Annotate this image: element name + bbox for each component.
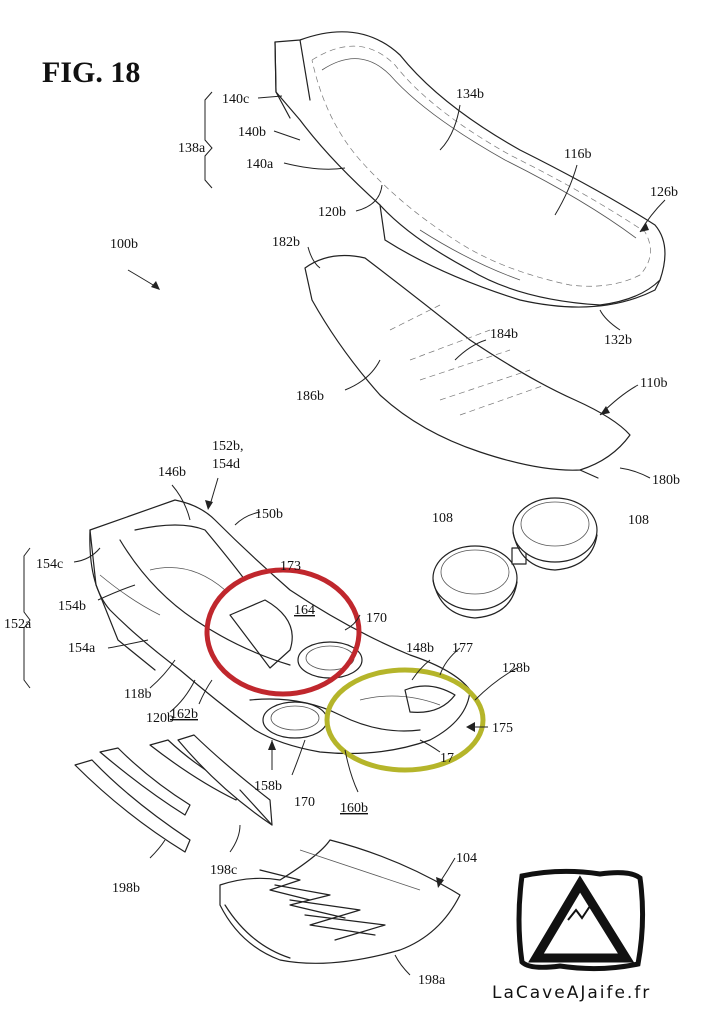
ref-152b: 152b, — [212, 439, 244, 454]
ref-108-right: 108 — [628, 513, 649, 528]
ref-180b: 180b — [652, 473, 680, 488]
ref-198a: 198a — [418, 973, 446, 988]
ref-184b: 184b — [490, 327, 518, 342]
logo-triangle-icon — [528, 875, 635, 963]
ref-164: 164 — [294, 603, 315, 618]
ref-170-top: 170 — [366, 611, 387, 626]
ref-148b: 148b — [406, 641, 434, 656]
ref-110b: 110b — [640, 376, 667, 391]
ref-104: 104 — [456, 851, 477, 866]
ref-158b: 158b — [254, 779, 282, 794]
ref-138a: 138a — [178, 141, 206, 156]
watermark-logo — [516, 868, 646, 972]
ref-198c: 198c — [210, 863, 237, 878]
ref-120b-top: 120b — [318, 205, 346, 220]
ref-177: 177 — [452, 641, 473, 656]
ref-173: 173 — [280, 559, 301, 574]
stiffening-plates — [74, 734, 273, 853]
red-annotation-circle — [204, 567, 362, 697]
ref-198b: 198b — [112, 881, 140, 896]
ref-140c: 140c — [222, 92, 249, 107]
logo-mountain-icon — [567, 905, 591, 921]
ref-154d: 154d — [212, 457, 240, 472]
ref-182b: 182b — [272, 235, 300, 250]
leader-lines — [23, 91, 666, 976]
watermark-text: LaCaveAJaife.fr — [492, 983, 651, 1003]
ref-170-bottom: 170 — [294, 795, 315, 810]
ref-162b: 162b — [170, 707, 198, 722]
ref-118b: 118b — [124, 687, 151, 702]
ref-128b: 128b — [502, 661, 530, 676]
logo-frame — [516, 868, 646, 972]
ref-116b: 116b — [564, 147, 591, 162]
insole-part — [304, 254, 631, 479]
ref-175: 175 — [492, 721, 513, 736]
ref-154a: 154a — [68, 641, 96, 656]
ref-154c: 154c — [36, 557, 63, 572]
ref-134b: 134b — [456, 87, 484, 102]
reference-labels: 140c 140b 138a 140a 120b 134b 116b 126b … — [4, 87, 680, 988]
figure-title: FIG. 18 — [42, 56, 140, 89]
ref-17x: 17 — [440, 751, 454, 766]
ref-160b: 160b — [340, 801, 368, 816]
ref-140a: 140a — [246, 157, 274, 172]
ref-132b: 132b — [604, 333, 632, 348]
ref-146b: 146b — [158, 465, 186, 480]
ref-140b: 140b — [238, 125, 266, 140]
midsole-upper-part — [274, 31, 666, 308]
ref-152a: 152a — [4, 617, 32, 632]
ref-100b: 100b — [110, 237, 138, 252]
ref-108-left: 108 — [432, 511, 453, 526]
outsole-part — [219, 839, 461, 964]
ref-126b: 126b — [650, 185, 678, 200]
ref-150b: 150b — [255, 507, 283, 522]
cushion-pods — [432, 497, 598, 619]
ref-154b: 154b — [58, 599, 86, 614]
ref-120b-bottom: 120b — [146, 711, 174, 726]
ref-186b: 186b — [296, 389, 324, 404]
olive-annotation-circle — [324, 667, 486, 773]
